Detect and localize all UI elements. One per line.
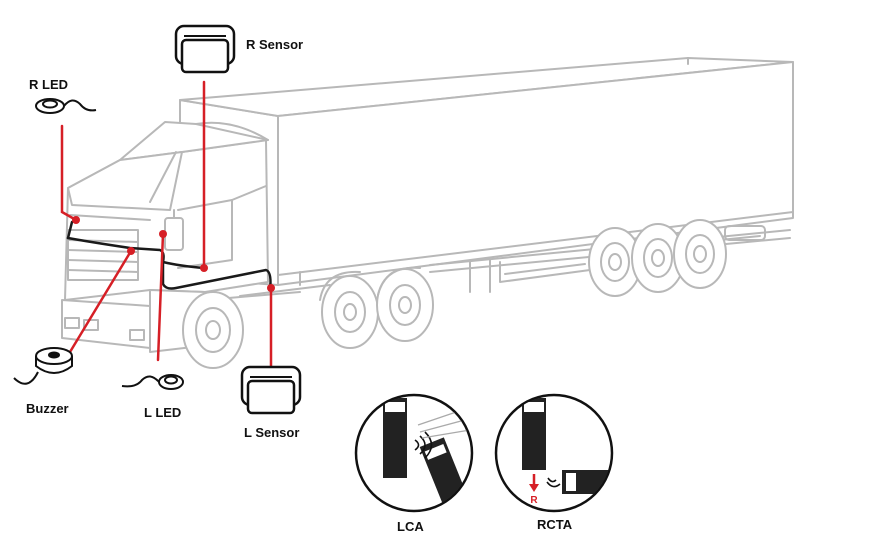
l-led-wire bbox=[156, 232, 165, 362]
r-led-wire bbox=[60, 124, 78, 222]
cab-wheels bbox=[182, 266, 434, 369]
l-led-label: L LED bbox=[144, 405, 182, 420]
sensor-icon bbox=[174, 24, 236, 74]
r-led-label: R LED bbox=[29, 77, 68, 92]
buzzer-wire bbox=[68, 249, 133, 354]
l-sensor-label: L Sensor bbox=[244, 425, 300, 440]
lca-label: LCA bbox=[397, 519, 424, 534]
reverse-marker: R bbox=[530, 495, 538, 506]
led-icon bbox=[121, 374, 184, 390]
rcta-illustration: R bbox=[494, 393, 614, 513]
car-top-view bbox=[419, 437, 467, 503]
truck-icon bbox=[61, 57, 794, 369]
trailer-wheels bbox=[588, 219, 727, 297]
rcta-label: RCTA bbox=[537, 517, 573, 532]
buzzer-label: Buzzer bbox=[26, 401, 69, 416]
buzzer-icon bbox=[13, 347, 73, 385]
r-sensor-label: R Sensor bbox=[246, 37, 304, 52]
connection-dots bbox=[72, 216, 275, 292]
led-icon bbox=[35, 98, 97, 114]
lca-illustration bbox=[354, 393, 474, 513]
red-wiring bbox=[60, 80, 273, 370]
sensor-icon bbox=[240, 365, 302, 415]
